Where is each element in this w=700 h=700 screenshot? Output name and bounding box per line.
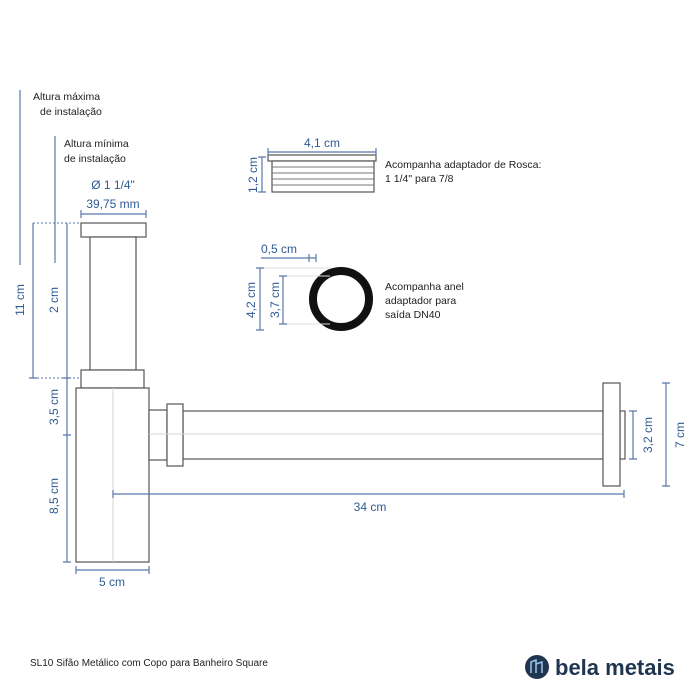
body-width-dimension xyxy=(75,566,150,574)
brand-name: bela metais xyxy=(555,655,675,680)
ring-thickness-label: 0,5 cm xyxy=(261,242,297,256)
pipe-diameter-dimension xyxy=(629,410,637,460)
ring-extension-lines xyxy=(264,267,330,325)
brand-logo: bela metais xyxy=(525,655,675,680)
length-label: 34 cm xyxy=(354,500,387,514)
length-dimension xyxy=(112,490,625,498)
outlet-collar xyxy=(166,403,184,467)
product-title: SL10 Sifão Metálico com Copo para Banhei… xyxy=(30,658,268,669)
brand-logo-icon xyxy=(525,655,549,679)
ring-outer-dimension xyxy=(256,267,264,331)
tube-height-label: 2 cm xyxy=(47,287,61,313)
lower-body-label: 8,5 cm xyxy=(47,478,61,514)
diameter-inch-label: Ø 1 1/4" xyxy=(91,178,135,192)
adapter-height-dimension xyxy=(258,156,266,193)
diameter-mm-label: 39,75 mm xyxy=(86,197,139,211)
adapter-note-2: 1 1/4" para 7/8 xyxy=(385,173,454,185)
vertical-tube xyxy=(89,236,137,371)
body-width-label: 5 cm xyxy=(99,575,125,589)
thread-adapter xyxy=(267,154,377,193)
total-height-dimension xyxy=(29,223,37,379)
pipe-diameter-label: 3,2 cm xyxy=(641,417,655,453)
ring-note-1: Acompanha anel xyxy=(385,281,464,293)
adapter-width-dimension xyxy=(267,148,377,156)
wall-nozzle xyxy=(619,410,626,460)
ring-outer-label: 4,2 cm xyxy=(244,282,258,318)
ring-inner-label: 3,7 cm xyxy=(268,282,282,318)
body-height-dimension xyxy=(63,223,71,563)
diameter-dimension xyxy=(80,210,147,218)
extension-lines xyxy=(33,222,81,379)
adapter-note-1: Acompanha adaptador de Rosca: xyxy=(385,159,541,171)
flange-diameter-dimension xyxy=(662,382,670,487)
tube-nut xyxy=(80,369,145,389)
ring-thickness-dimension xyxy=(261,254,317,262)
ring-note-3: saída DN40 xyxy=(385,309,441,321)
min-height-label-2: de instalação xyxy=(64,153,126,165)
ring-adapter xyxy=(309,267,373,331)
max-height-label-2: de instalação xyxy=(40,106,102,118)
top-cap xyxy=(80,222,147,238)
min-height-label-1: Altura mínima xyxy=(64,138,129,150)
max-height-label-1: Altura máxima xyxy=(33,91,100,103)
adapter-width-label: 4,1 cm xyxy=(304,136,340,150)
upper-body-label: 3,5 cm xyxy=(47,389,61,425)
horizontal-pipe xyxy=(182,410,604,460)
flange-diameter-label: 7 cm xyxy=(673,422,687,448)
wall-flange xyxy=(602,382,621,487)
outlet-stub xyxy=(148,409,168,461)
ring-note-2: adaptador para xyxy=(385,295,456,307)
total-height-label: 11 cm xyxy=(13,284,27,316)
adapter-height-label: 1,2 cm xyxy=(246,157,260,193)
ring-inner-dimension xyxy=(279,275,287,325)
